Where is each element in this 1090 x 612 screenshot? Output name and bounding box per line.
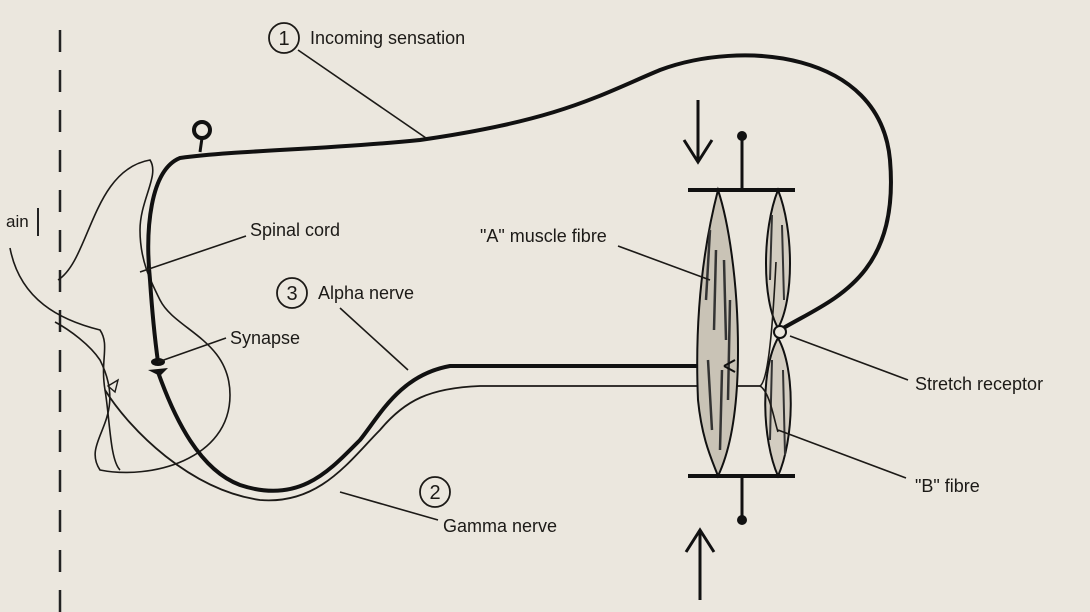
marker-one: 1	[278, 28, 289, 50]
label-a-muscle-fibre: "A" muscle fibre	[480, 226, 607, 246]
label-alpha-nerve: Alpha nerve	[318, 283, 414, 303]
marker-two: 2	[429, 482, 440, 504]
ganglion-knob-icon	[194, 122, 210, 138]
top-post-knob	[737, 131, 747, 141]
marker-three: 3	[286, 283, 297, 305]
label-incoming-sensation: Incoming sensation	[310, 28, 465, 48]
stretch-receptor-icon	[774, 326, 786, 338]
label-spinal-cord: Spinal cord	[250, 220, 340, 240]
label-gamma-nerve: Gamma nerve	[443, 516, 557, 536]
label-synapse: Synapse	[230, 328, 300, 348]
label-b-fibre: "B" fibre	[915, 476, 980, 496]
ganglion-stalk	[200, 138, 202, 152]
edge-fragment-label: ain	[6, 212, 29, 231]
bottom-post-knob	[737, 515, 747, 525]
label-stretch-receptor: Stretch receptor	[915, 374, 1043, 394]
